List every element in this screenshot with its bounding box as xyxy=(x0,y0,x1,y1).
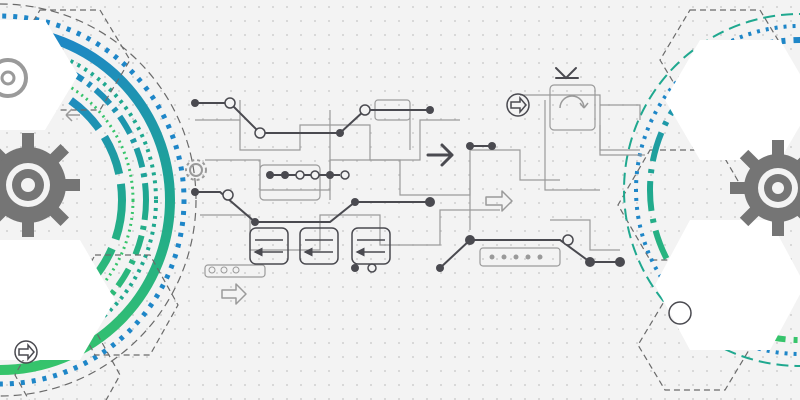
circled-arrow-icon xyxy=(668,301,692,325)
gear-icon xyxy=(0,58,28,98)
gear-icon xyxy=(730,140,800,236)
left-arrow-icon xyxy=(65,108,80,122)
circled-arrow-icon xyxy=(506,93,530,117)
circled-arrow-icon xyxy=(14,340,38,364)
chevron-arrows-icon xyxy=(555,67,579,80)
small-gear-icon xyxy=(185,159,207,181)
circuit-nodes xyxy=(191,97,625,274)
gear-icon xyxy=(0,133,80,237)
left-radial-rings xyxy=(0,3,197,397)
right-radial-rings xyxy=(623,13,800,367)
double-arrow-right-icon xyxy=(221,190,513,305)
refresh-icon xyxy=(559,95,589,109)
left-hexagons xyxy=(0,20,115,360)
arrow-right-icon xyxy=(426,143,454,167)
right-hexagons xyxy=(655,40,800,350)
loop-modules xyxy=(250,227,391,265)
